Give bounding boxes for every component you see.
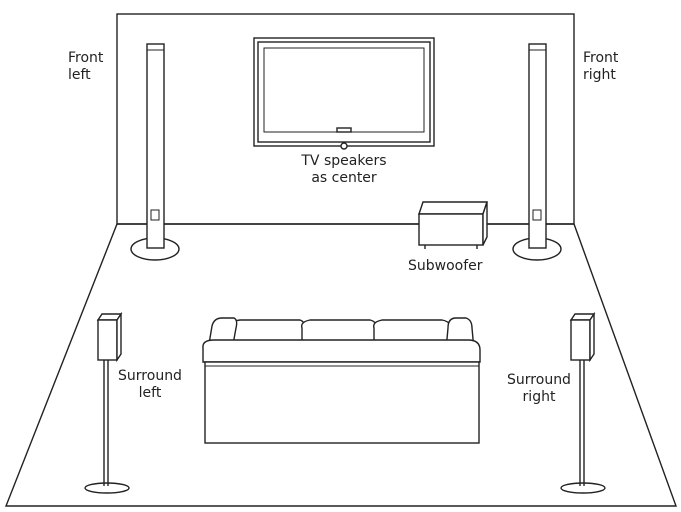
label-front-left-line1: Front (68, 50, 104, 66)
sofa (202, 317, 481, 444)
label-surround-right-line2: right (522, 389, 556, 405)
label-subwoofer: Subwoofer (408, 258, 483, 275)
label-surround-left-line2: left (138, 385, 162, 401)
surround-right-speaker (560, 311, 606, 494)
label-tv-line2: as center (311, 170, 377, 186)
front-left-speaker (130, 43, 180, 261)
label-surround-right: Surround right (503, 372, 575, 406)
label-front-right: Front right (583, 50, 618, 84)
front-right-speaker (512, 43, 562, 261)
label-tv-center: TV speakers as center (294, 153, 394, 187)
tv (253, 37, 435, 150)
surround-left-speaker (84, 311, 130, 494)
label-subwoofer-line1: Subwoofer (408, 258, 483, 274)
label-front-right-line2: right (583, 67, 616, 83)
label-front-right-line1: Front (583, 50, 619, 66)
label-tv-line1: TV speakers (301, 153, 387, 169)
label-surround-right-line1: Surround (507, 372, 571, 388)
label-front-left: Front left (68, 50, 103, 84)
label-surround-left-line1: Surround (118, 368, 182, 384)
label-surround-left: Surround left (114, 368, 186, 402)
label-front-left-line2: left (68, 67, 91, 83)
subwoofer (418, 201, 488, 249)
